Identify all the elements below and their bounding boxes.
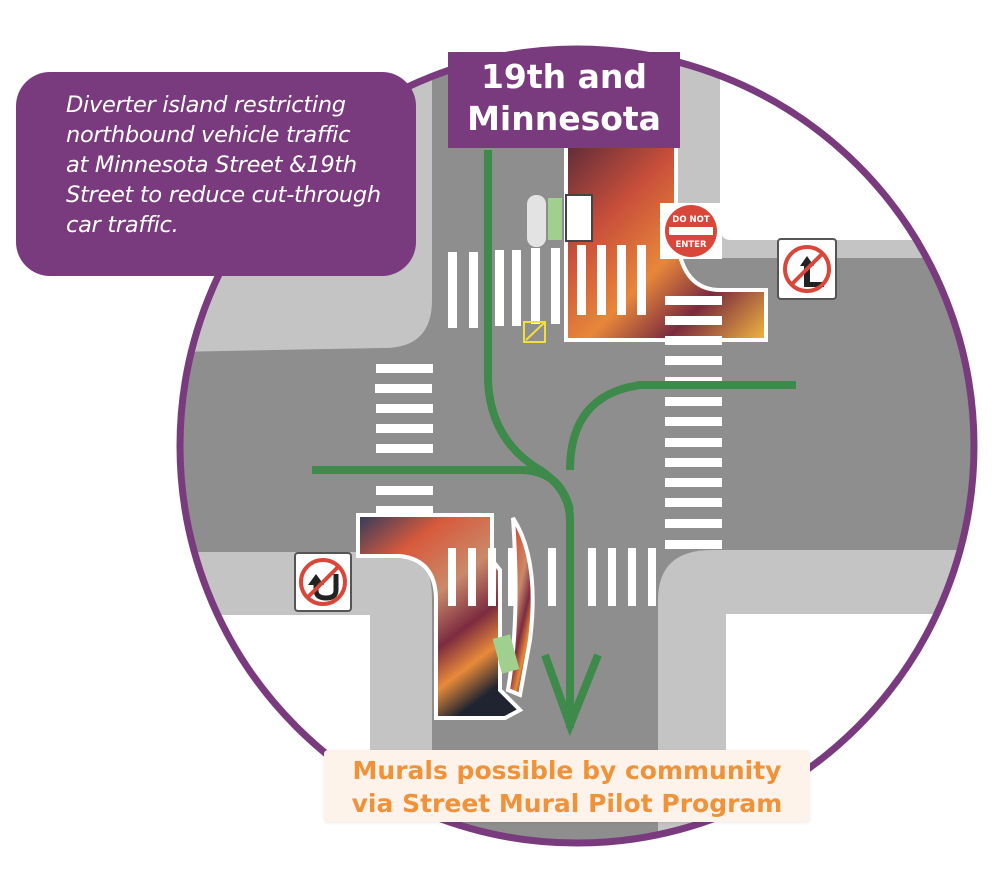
callout-line: northbound vehicle traffic: [66, 122, 351, 148]
callout-line: at Minnesota Street &19th: [66, 152, 357, 178]
bike-lane-marker-south: [492, 634, 520, 674]
svg-text:DO NOT: DO NOT: [672, 215, 710, 225]
callout-line: car traffic.: [66, 212, 179, 238]
crosswalk-north: [448, 245, 646, 328]
building-ne: [720, 49, 974, 240]
bike-corral: [527, 195, 546, 247]
mural-sw-diverter: [356, 513, 524, 720]
crosswalk-south: [448, 548, 656, 606]
route-from-east: [566, 381, 796, 471]
title-line-1: 19th and: [480, 57, 648, 96]
loading-zone-icon: [523, 321, 546, 343]
no-u-turn-sign: [294, 552, 352, 612]
callout-box: Diverter island restricting northbound v…: [16, 72, 416, 276]
mural-label-line-1: Murals possible by community: [352, 756, 782, 785]
bike-rack-icon: [565, 194, 593, 242]
route-arrowhead: [541, 653, 602, 737]
route-from-west: [312, 466, 574, 512]
frame-circle: [176, 45, 978, 847]
crosswalk-west: [375, 364, 433, 515]
callout-line: Diverter island restricting: [66, 92, 346, 118]
title-line-2: Minnesota: [467, 99, 661, 138]
mural-program-label: Murals possible by community via Street …: [324, 750, 810, 822]
intersection-title: 19th and Minnesota: [448, 52, 680, 148]
do-not-enter-sign: DO NOT ENTER: [660, 203, 722, 259]
mural-label-line-2: via Street Mural Pilot Program: [351, 789, 783, 818]
traffic-route: [312, 150, 796, 737]
no-left-turn-sign: [777, 238, 837, 300]
building-se: [726, 614, 974, 843]
bike-lane-marker-north: [548, 198, 562, 240]
callout-line: Street to reduce cut-through: [66, 182, 381, 208]
svg-text:ENTER: ENTER: [675, 240, 707, 250]
building-sw: [180, 615, 370, 843]
